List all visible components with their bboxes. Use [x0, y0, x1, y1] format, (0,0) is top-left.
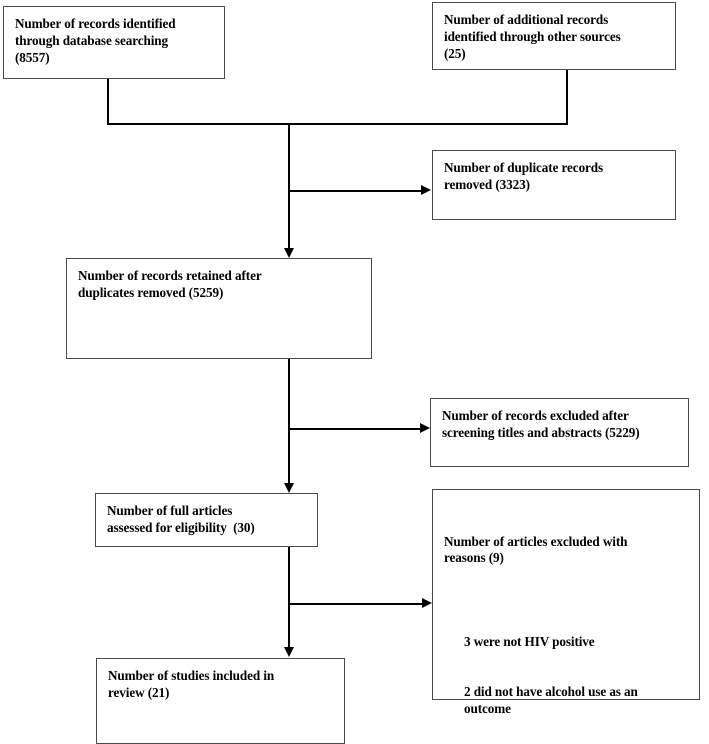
arrowhead-to-duplicates-removed [421, 185, 431, 195]
node-database-search: Number of records identified through dat… [3, 6, 225, 79]
list-item: 2 did not have alcohol use as an outcome [464, 684, 638, 717]
connector-to-excluded-reasons [289, 603, 423, 605]
arrowhead-to-studies-included [284, 647, 294, 657]
arrowhead-to-excluded-reasons [422, 598, 432, 608]
arrowhead-to-records-retained [284, 248, 294, 258]
connector-database-search-down [107, 79, 109, 124]
connector-spine-lower [288, 547, 290, 649]
arrowhead-to-records-excluded [420, 423, 430, 433]
connector-to-duplicates-removed [289, 190, 422, 192]
connector-spine-middle [288, 359, 290, 485]
excluded-reasons-list: 3 were not HIV positive 2 did not have a… [444, 601, 689, 744]
connector-spine-upper [288, 123, 290, 250]
node-records-excluded: Number of records excluded after screeni… [430, 398, 689, 467]
node-records-retained: Number of records retained after duplica… [66, 258, 372, 359]
node-excluded-reasons: Number of articles excluded with reasons… [432, 489, 700, 716]
node-duplicates-removed: Number of duplicate records removed (332… [432, 150, 676, 220]
connector-to-records-excluded [289, 428, 421, 430]
node-full-articles: Number of full articles assessed for eli… [95, 493, 318, 547]
node-other-sources: Number of additional records identified … [432, 2, 676, 70]
connector-other-sources-down [566, 70, 568, 124]
connector-merge-bar [107, 123, 568, 125]
excluded-reasons-title: Number of articles excluded with reasons… [444, 533, 628, 566]
arrowhead-to-full-articles [284, 483, 294, 493]
node-studies-included: Number of studies included in review (21… [96, 658, 345, 744]
list-item: 3 were not HIV positive [464, 634, 595, 650]
